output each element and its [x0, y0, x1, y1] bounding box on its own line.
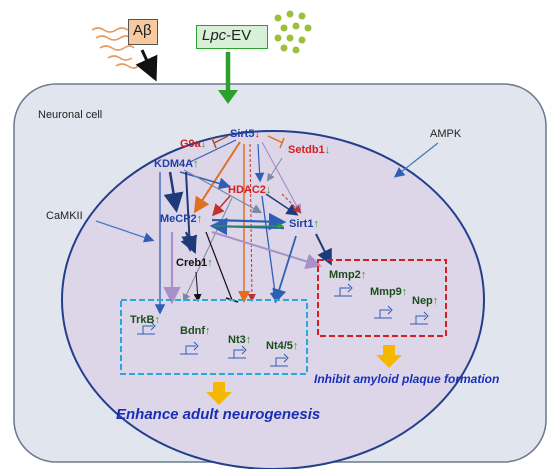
gene-bdnf: Bdnf↑: [180, 326, 211, 337]
gene-g9a: G9a↓: [180, 139, 206, 150]
abeta-arrow: [135, 49, 158, 82]
sirt5-inhibition-edges: [211, 135, 285, 149]
gene-mmp9-arrow: ↑: [401, 286, 408, 298]
gene-mmp9-name: Mmp9: [370, 286, 402, 298]
camkii-arrow: [95, 220, 155, 243]
gene-nt45: Nt4/5↑: [266, 341, 298, 352]
gene-nep: Nep↑: [412, 296, 438, 307]
promoter-glyphs: [137, 283, 429, 367]
gene-g9a-name: G9a: [180, 138, 201, 150]
lpc-ev-label-rest: -EV: [226, 27, 252, 44]
gene-hdac2-arrow: ↓: [265, 184, 272, 196]
lpc-ev-arrowhead: [218, 90, 238, 104]
gene-kdm4a-name: KDM4A: [154, 158, 194, 170]
plaque-outcome-arrow: [376, 345, 402, 368]
gene-nt3: Nt3↑: [228, 335, 251, 346]
ampk-arrow: [393, 142, 439, 178]
gene-kdm4a-arrow: ↑: [193, 158, 199, 170]
gene-trkb-name: TrkB: [130, 314, 155, 326]
gene-sirt5-arrow: ↓: [254, 128, 260, 140]
gene-g9a-arrow: ↓: [200, 138, 207, 150]
network-edges: [154, 139, 332, 315]
gene-sirt1: Sirt1↑: [289, 219, 319, 230]
gene-mecp2: MeCP2↑: [160, 214, 202, 225]
gene-trkb: TrkB↑: [130, 315, 160, 326]
gene-creb1-arrow: ↑: [207, 257, 213, 269]
lpc-ev-box: [196, 25, 268, 49]
lpc-ev-label: Lpc-EV: [202, 28, 251, 43]
gene-nt45-arrow: ↑: [292, 340, 299, 352]
gene-sirt5-name: Sirt5: [230, 128, 255, 140]
plaque-outcome-label: Inhibit amyloid plaque formation: [314, 372, 500, 386]
gene-mecp2-arrow: ↑: [196, 213, 203, 225]
gene-nep-name: Nep: [412, 295, 433, 307]
gene-sirt5: Sirt5↓: [230, 129, 260, 140]
gene-nt3-arrow: ↑: [245, 334, 252, 346]
neurogenesis-gene-box: [120, 299, 308, 375]
gene-mmp2-name: Mmp2: [329, 269, 361, 281]
gene-nt45-name: Nt4/5: [266, 340, 293, 352]
gene-mecp2-name: MeCP2: [160, 213, 197, 225]
gene-sirt1-name: Sirt1: [289, 218, 314, 230]
gene-trkb-arrow: ↑: [154, 314, 160, 326]
gene-sirt1-arrow: ↑: [313, 218, 319, 230]
camkii-label: CaMKII: [46, 210, 83, 222]
gene-bdnf-name: Bdnf: [180, 325, 206, 337]
gene-creb1-name: Creb1: [176, 257, 208, 269]
abeta-box: [128, 19, 158, 45]
gene-setdb1-name: Setdb1: [288, 144, 325, 156]
gene-mmp9: Mmp9↑: [370, 287, 407, 298]
lpc-ev-label-italic: Lpc: [202, 27, 227, 44]
gene-hdac2: HDAC2↓: [228, 185, 271, 196]
gene-kdm4a: KDM4A↑: [154, 159, 199, 170]
gene-nt3-name: Nt3: [228, 334, 246, 346]
gene-creb1: Creb1↑: [176, 258, 213, 269]
neuronal-cell-label: Neuronal cell: [38, 109, 103, 121]
abeta-fibrils: [91, 27, 139, 69]
neurogenesis-outcome-label: Enhance adult neurogenesis: [116, 406, 321, 423]
gene-bdnf-arrow: ↑: [205, 325, 211, 337]
lpc-ev-particles: [274, 10, 312, 54]
plaque-gene-box: [317, 259, 447, 337]
ampk-label: AMPK: [430, 128, 462, 140]
neurogenesis-outcome-arrow: [206, 382, 232, 405]
gene-mmp2: Mmp2↑: [329, 270, 366, 281]
gene-nep-arrow: ↑: [432, 295, 439, 307]
gene-mmp2-arrow: ↑: [360, 269, 367, 281]
abeta-label: Aβ: [133, 22, 152, 39]
gene-hdac2-name: HDAC2: [228, 184, 266, 196]
gene-setdb1: Setdb1↓: [288, 145, 330, 156]
gene-setdb1-arrow: ↓: [324, 144, 331, 156]
